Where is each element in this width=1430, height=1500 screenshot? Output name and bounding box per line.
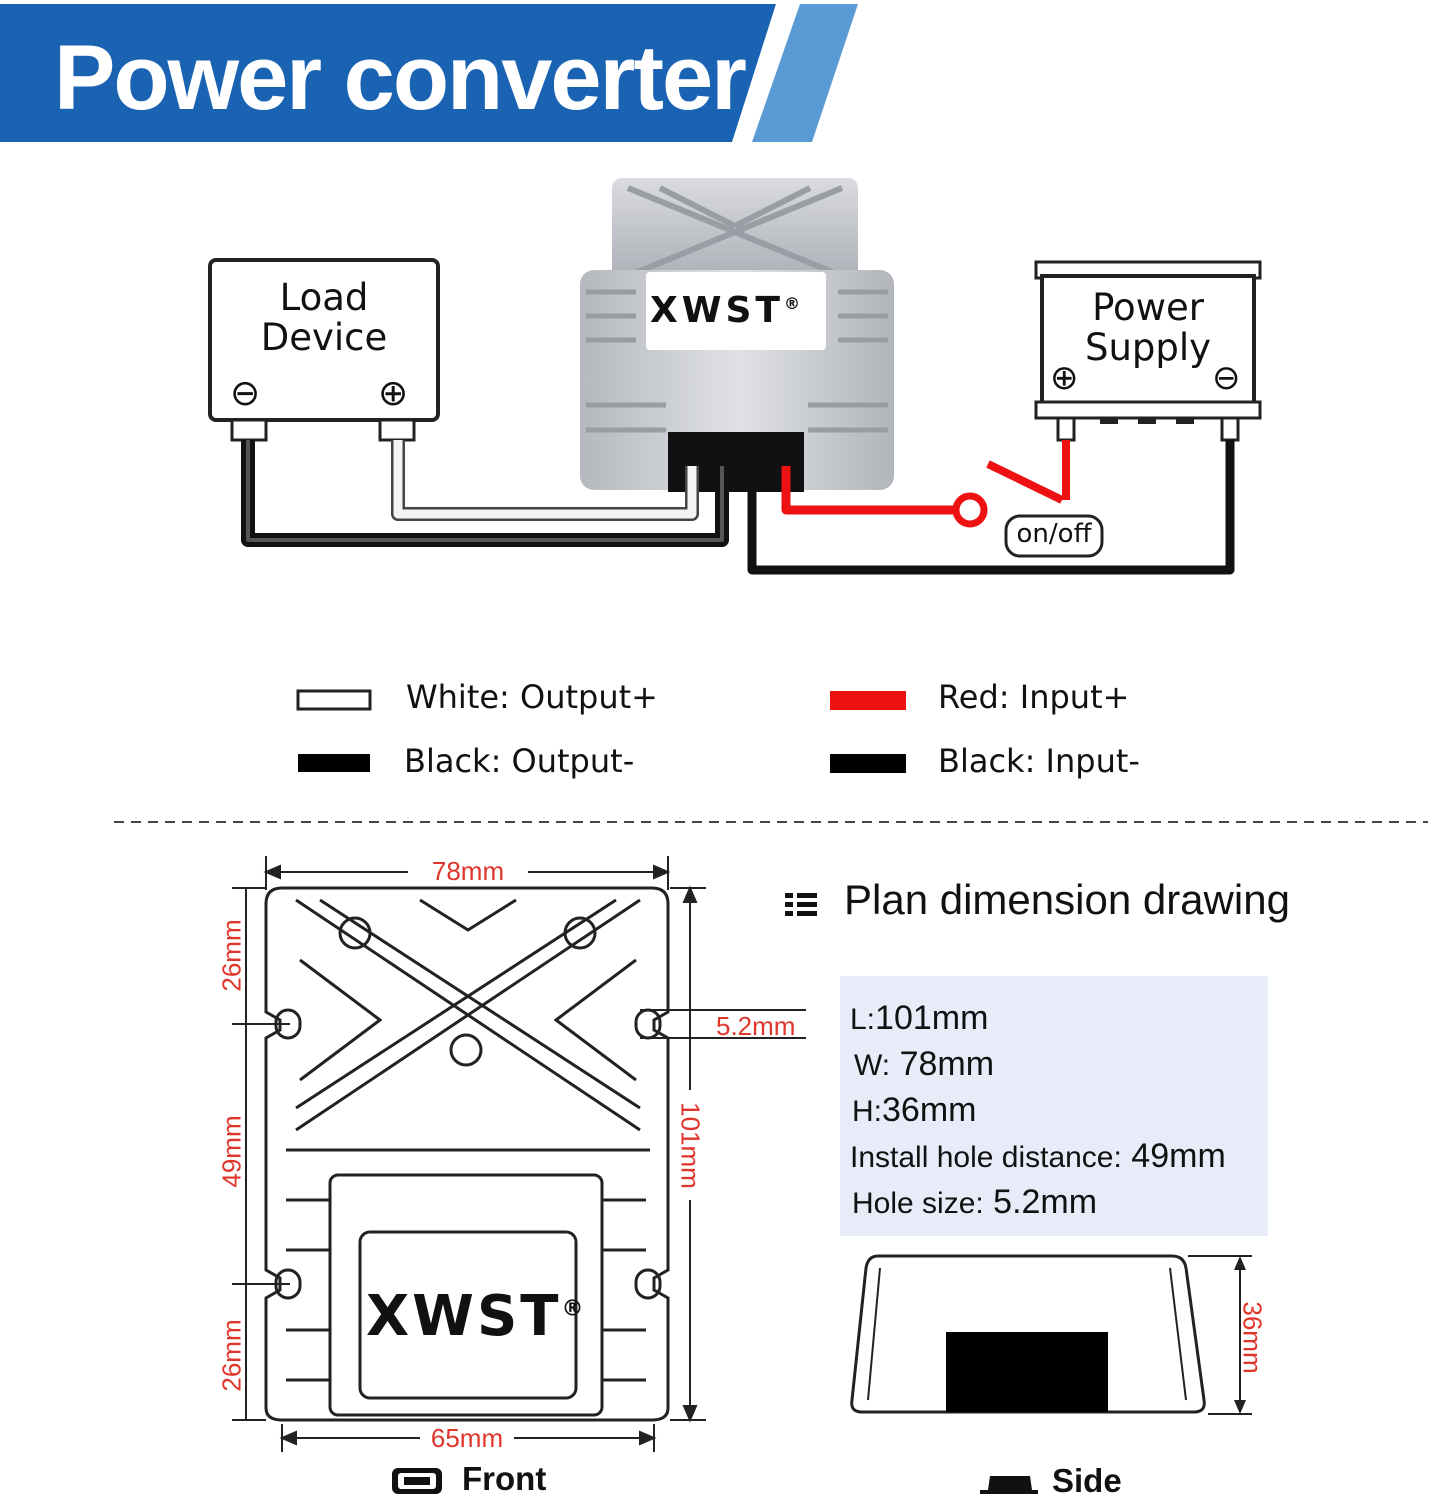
dim-hole-size: 5.2mm: [716, 1011, 796, 1041]
legend-black-input-minus: Black: Input-: [938, 742, 1140, 780]
supply-plus-icon: ⊕: [1050, 358, 1079, 398]
dimension-lines: [232, 856, 806, 1452]
spec-box: [840, 976, 1268, 1236]
load-minus-icon: ⊖: [230, 373, 261, 414]
load-device-line2: Device: [260, 316, 388, 359]
load-device-box: [208, 258, 440, 442]
power-supply-label: Power Supply: [1044, 288, 1252, 368]
list-icon: [785, 893, 817, 916]
dim-right-height: 101mm: [675, 1102, 706, 1189]
spec-install-key: Install hole distance:: [850, 1141, 1122, 1174]
spec-install: Install hole distance: 49mm: [850, 1134, 1226, 1180]
spec-height-value: 36mm: [882, 1091, 977, 1129]
side-drawing: [850, 1254, 1252, 1415]
front-caption: Front: [462, 1460, 547, 1497]
legend-white-output-plus: White: Output+: [406, 678, 658, 716]
spec-width-key: W:: [854, 1049, 891, 1082]
side-caption: Side: [1052, 1462, 1122, 1499]
spec-length-key: L:: [850, 1003, 876, 1036]
supply-minus-icon: ⊖: [1212, 358, 1241, 398]
spec-hole-value: 5.2mm: [993, 1183, 1098, 1221]
legend-black-output-minus: Black: Output-: [404, 742, 635, 780]
spec-height-key: H:: [852, 1095, 882, 1128]
front-brand-text: XWST: [366, 1284, 562, 1349]
spec-list: L:101mm W: 78mm H:36mm Install hole dist…: [850, 996, 1226, 1226]
spec-length-value: 101mm: [875, 999, 989, 1037]
wires: [241, 440, 1235, 575]
legend-red-input-plus: Red: Input+: [938, 678, 1130, 716]
dim-left-top: 26mm: [216, 919, 247, 992]
spec-install-value: 49mm: [1131, 1137, 1226, 1175]
power-supply-line1: Power: [1092, 286, 1204, 329]
spec-width-value: 78mm: [899, 1045, 995, 1083]
load-plus-icon: ⊕: [378, 373, 409, 414]
load-device-label: Load Device: [214, 278, 434, 358]
converter-brand-text: XWST: [650, 290, 784, 331]
front-brand: XWST®: [366, 1284, 586, 1349]
converter-brand: XWST®: [650, 290, 804, 331]
dim-left-bottom: 26mm: [216, 1319, 247, 1392]
switch-label: on/off: [1016, 519, 1092, 549]
switch-label-bubble: [1004, 514, 1104, 558]
power-supply-line2: Supply: [1084, 326, 1212, 369]
front-registered: ®: [561, 1296, 587, 1322]
dim-left-mid: 49mm: [216, 1115, 247, 1188]
spec-hole-key: Hole size:: [852, 1187, 984, 1220]
spec-length: L:101mm: [850, 996, 1226, 1042]
load-device-line1: Load: [279, 276, 369, 319]
dim-bottom-width: 65mm: [430, 1423, 504, 1453]
front-drawing: [264, 886, 670, 1422]
converter-device: [580, 178, 894, 492]
spec-height: H:36mm: [850, 1088, 1226, 1134]
dim-top-width: 78mm: [431, 856, 505, 886]
dim-side-height: 36mm: [1237, 1301, 1268, 1374]
side-icon: [980, 1476, 1038, 1494]
page-title: Power converter: [54, 27, 747, 129]
spec-hole: Hole size: 5.2mm: [850, 1180, 1226, 1226]
spec-width: W: 78mm: [850, 1042, 1226, 1088]
title-banner: [0, 4, 858, 142]
legend-swatches: [296, 689, 906, 773]
power-supply-box: [1034, 260, 1262, 442]
plan-heading: Plan dimension drawing: [844, 876, 1290, 923]
front-icon: [392, 1468, 442, 1494]
converter-registered: ®: [783, 294, 804, 313]
